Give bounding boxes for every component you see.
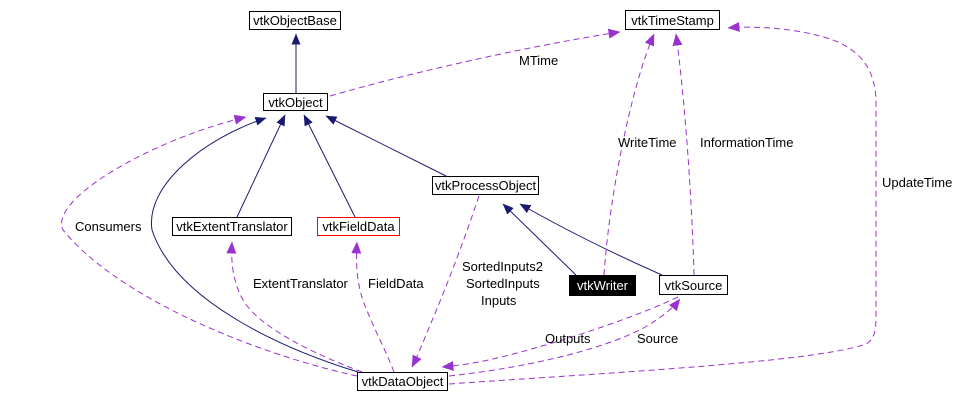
edge-mtime <box>329 28 621 97</box>
edge-source <box>448 298 681 377</box>
edge-outputs <box>441 296 679 372</box>
edge-vtkfielddata-to-vtkobject <box>303 114 356 218</box>
edge-updatetime <box>448 21 877 385</box>
node-vtksource[interactable]: vtkSource <box>659 275 728 295</box>
edge-vtkextenttranslator-to-vtkobject <box>236 114 286 218</box>
edge-vtkprocessobject-to-vtkobject <box>325 115 447 177</box>
node-vtkextenttranslator[interactable]: vtkExtentTranslator <box>172 217 292 236</box>
node-vtkwriter[interactable]: vtkWriter <box>569 275 636 296</box>
node-vtkprocessobject[interactable]: vtkProcessObject <box>432 176 539 195</box>
edge-label-extenttranslator: ExtentTranslator <box>253 276 348 291</box>
edge-label-inputs: Inputs <box>481 293 517 308</box>
edge-label-fielddata: FieldData <box>368 276 424 291</box>
node-vtkobjectbase[interactable]: vtkObjectBase <box>249 11 341 30</box>
edge-informationtime <box>672 33 695 276</box>
node-vtkobject[interactable]: vtkObject <box>263 93 328 111</box>
edge-label-mtime: MTime <box>519 53 559 68</box>
edge-label-sortedinputs: SortedInputs <box>466 276 540 291</box>
edge-label-updatetime: UpdateTime <box>882 175 953 190</box>
edge-label-informationtime: InformationTime <box>700 135 794 150</box>
edge-label-source: Source <box>637 331 679 346</box>
node-vtkfielddata[interactable]: vtkFieldData <box>317 217 400 236</box>
edge-consumers <box>61 114 358 377</box>
edge-label-writetime: WriteTime <box>618 135 677 150</box>
edge-vtkwriter-to-vtkprocessobject <box>502 203 577 276</box>
edge-label-sortedinputs2: SortedInputs2 <box>462 259 543 274</box>
edge-inputs <box>411 195 480 368</box>
edge-vtksource-to-vtkprocessobject <box>519 203 663 276</box>
edge-fielddata <box>351 241 395 373</box>
edge-writetime <box>603 33 655 276</box>
edge-label-consumers: Consumers <box>75 219 142 234</box>
edge-vtkdataobject-to-vtkobject <box>151 116 359 373</box>
edge-extenttranslator <box>226 241 363 373</box>
node-vtktimestamp[interactable]: vtkTimeStamp <box>625 10 720 30</box>
node-vtkdataobject[interactable]: vtkDataObject <box>357 372 448 391</box>
edge-label-outputs: Outputs <box>545 331 591 346</box>
